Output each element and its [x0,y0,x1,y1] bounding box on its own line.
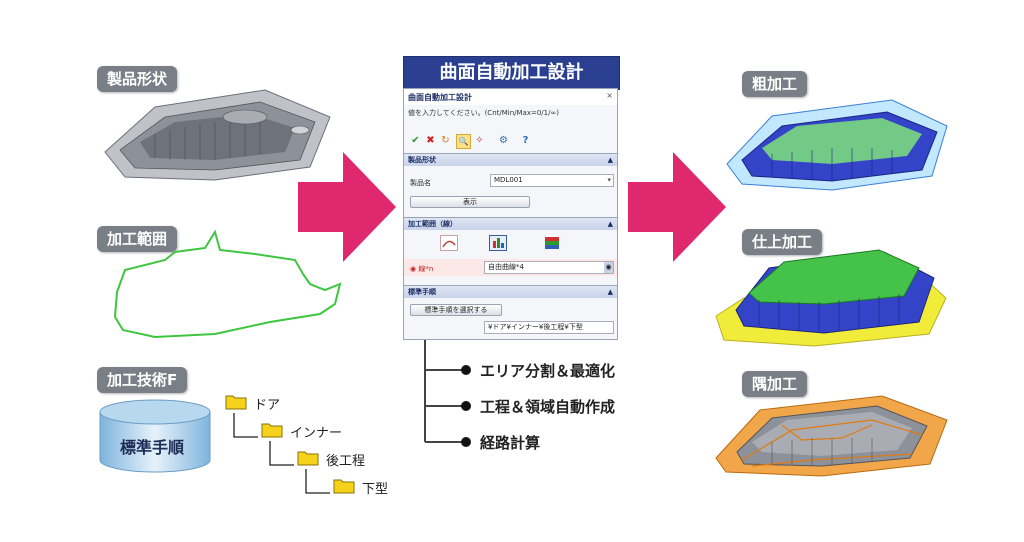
tree-item-lower-die: 下型 [362,482,389,497]
corner-machining-label: 隅加工 [742,371,808,397]
product-name-value: MDL001 [494,176,523,184]
tree-item-inner: インナー [290,426,343,441]
database-label: 標準手順 [120,438,185,457]
input-prompt: 値を入力してください。(Cnt/Min/Max=0/1/∞) [408,109,560,117]
bullet-path-calc: 経路計算 [480,434,541,452]
folder-tree-lines [233,413,330,494]
machining-tech-label: 加工技術F [97,367,188,393]
product-name-label: 製品名 [410,179,431,187]
close-icon[interactable]: × [606,91,613,100]
folder-icon [333,479,355,494]
section-product-shape[interactable]: 製品形状 ▲ [404,153,617,166]
cancel-x-icon[interactable]: ✖ [426,135,435,146]
pick-icon[interactable]: ✧ [475,135,484,146]
curve-pick-icon: ◉ [604,262,613,273]
ok-check-icon[interactable]: ✔ [411,135,420,146]
section-title: 加工範囲（線） [408,220,457,228]
database-cylinder-icon [99,399,211,473]
rough-machining-model-image [726,99,948,191]
select-procedure-button[interactable]: 標準手順を選択する [410,304,502,316]
section-title: 標準手順 [408,288,436,296]
curve-field[interactable]: 自由曲線*4 ◉ [484,261,614,274]
chart-tool-icon[interactable] [489,235,507,251]
bullet-process-auto: 工程＆領域自動作成 [480,398,616,416]
dialog-banner-title: 曲面自動加工設計 [403,56,620,90]
gear-icon[interactable]: ⚙ [499,135,508,146]
curve-select-icon[interactable] [440,235,458,251]
connector-lines [424,340,463,443]
section-standard-procedure[interactable]: 標準手順 ▲ [404,285,617,298]
section-machining-range[interactable]: 加工範囲（線） ▲ [404,217,617,230]
section-title: 製品形状 [408,156,436,164]
machining-range-outline-image [113,229,342,339]
output-arrow-icon [628,152,726,262]
product-shape-label: 製品形状 [97,66,178,92]
tree-item-post-process: 後工程 [326,454,366,469]
curve-count-label: ◉ 線*n [410,265,434,273]
bullet-area-split: エリア分割＆最適化 [480,362,616,380]
dialog-toolbar: ✔ ✖ ↻ 🔍 ✧ ⚙ ? [407,134,612,149]
collapse-icon[interactable]: ▲ [607,288,613,296]
tree-item-door: ドア [254,398,281,413]
bullet-dot [461,437,471,447]
procedure-path-field[interactable]: ¥ドア¥インナー¥後工程¥下型 [484,321,614,334]
product-shape-model-image [104,89,331,181]
input-arrow-icon [298,152,396,262]
zoom-icon[interactable]: 🔍 [456,134,471,149]
auto-machining-dialog: 曲面自動加工設計 × 値を入力してください。(Cnt/Min/Max=0/1/∞… [403,88,618,340]
bullet-dot [461,365,471,375]
rough-machining-label: 粗加工 [742,71,808,97]
help-icon[interactable]: ? [522,135,529,146]
folder-icon [261,423,283,438]
folder-icon [297,451,319,466]
display-button[interactable]: 表示 [410,196,530,208]
layers-icon[interactable] [543,235,561,251]
chevron-down-icon: ▾ [607,176,611,184]
finish-machining-label: 仕上加工 [742,229,823,255]
curve-value: 自由曲線*4 [488,263,524,271]
collapse-icon[interactable]: ▲ [607,220,613,228]
collapse-icon[interactable]: ▲ [607,156,613,164]
dialog-header: 曲面自動加工設計 × [404,89,617,105]
product-name-field[interactable]: MDL001 ▾ [490,174,614,187]
folder-icon [225,395,247,410]
bullet-dot [461,401,471,411]
corner-machining-model-image [715,395,948,477]
machining-range-label: 加工範囲 [97,226,178,252]
undo-icon[interactable]: ↻ [441,135,450,146]
dialog-window-title: 曲面自動加工設計 [408,93,472,102]
finish-machining-model-image [715,249,947,347]
